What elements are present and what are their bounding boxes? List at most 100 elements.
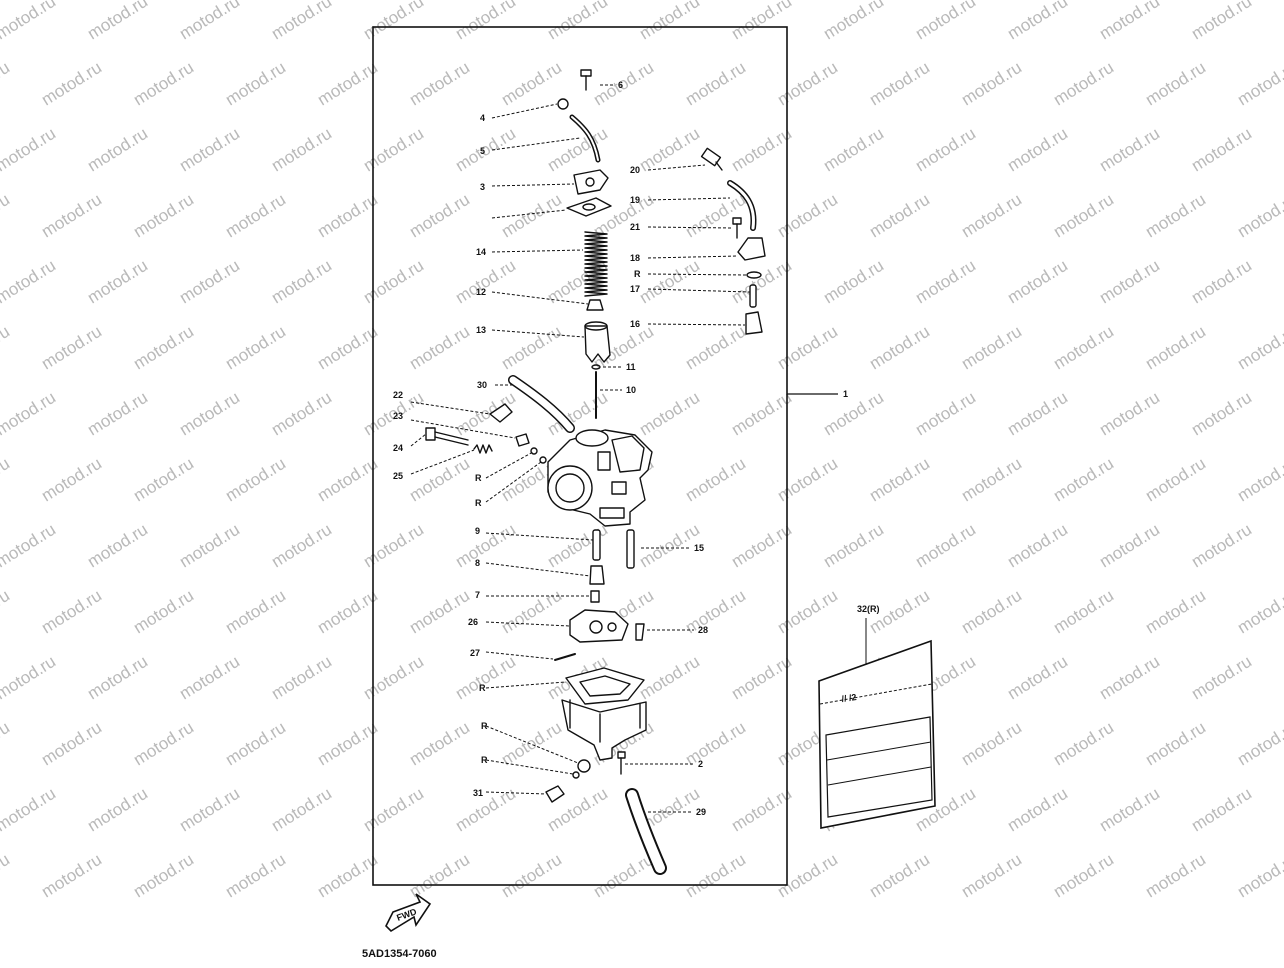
callout-27: 27 — [470, 648, 480, 658]
watermark-text: motod.ru — [498, 850, 565, 902]
watermark-text: motod.ru — [682, 58, 749, 110]
watermark-text: motod.ru — [636, 520, 703, 572]
watermark-text: motod.ru — [866, 454, 933, 506]
watermark-text: motod.ru — [84, 0, 151, 43]
callout-21: 21 — [630, 222, 640, 232]
watermark-text: motod.ru — [1188, 256, 1255, 308]
callout-30: 30 — [477, 380, 487, 390]
watermark-text: motod.ru — [958, 718, 1025, 770]
callout-10: 10 — [626, 385, 636, 395]
callout-22: 22 — [393, 390, 403, 400]
watermark-text: motod.ru — [912, 0, 979, 43]
watermark-text: motod.ru — [728, 784, 795, 836]
watermark-text: motod.ru — [1004, 0, 1071, 43]
watermark-text: motod.ru — [0, 0, 59, 43]
watermark-text: motod.ru — [728, 0, 795, 43]
part-top-cap-3 — [573, 169, 609, 195]
part-jet-15 — [626, 529, 635, 569]
watermark-text: motod.ru — [498, 322, 565, 374]
watermark-text: motod.ru — [38, 718, 105, 770]
callout-15: 15 — [694, 543, 704, 553]
watermark-text: motod.ru — [1234, 718, 1284, 770]
watermark-text: motod.ru — [912, 124, 979, 176]
watermark-text: motod.ru — [314, 322, 381, 374]
part-pin-27 — [554, 653, 576, 661]
part-fitting-20 — [700, 147, 723, 171]
callout-14: 14 — [476, 247, 486, 257]
gasket-kit: 32(R) // /2 — [818, 604, 936, 829]
watermark-text: motod.ru — [0, 454, 13, 506]
watermark-text: motod.ru — [820, 0, 887, 43]
watermark-text: motod.ru — [912, 520, 979, 572]
watermark-text: motod.ru — [268, 0, 335, 43]
part-jet-8 — [589, 565, 605, 585]
watermark-text: motod.ru — [314, 718, 381, 770]
watermark-text: motod.ru — [682, 850, 749, 902]
watermark-text: motod.ru — [84, 784, 151, 836]
part-throttle-valve-13 — [584, 325, 611, 363]
watermark-text: motod.ru — [728, 520, 795, 572]
watermark-text: motod.ru — [0, 718, 13, 770]
watermark-text: motod.ru — [1050, 718, 1117, 770]
watermark-text: motod.ru — [360, 520, 427, 572]
part-clip-12 — [586, 299, 604, 311]
watermark-text: motod.ru — [1096, 520, 1163, 572]
watermark-text: motod.ru — [406, 322, 473, 374]
watermark-text: motod.ru — [774, 454, 841, 506]
part-float-26 — [569, 609, 629, 643]
watermark-text: motod.ru — [1004, 256, 1071, 308]
callout-8: 8 — [475, 558, 480, 568]
watermark-text: motod.ru — [452, 124, 519, 176]
watermark-text: motod.ru — [1050, 850, 1117, 902]
watermark-text: motod.ru — [0, 322, 13, 374]
watermark-text: motod.ru — [590, 850, 657, 902]
callout-12: 12 — [476, 287, 486, 297]
watermark-text: motod.ru — [820, 256, 887, 308]
watermark-text: motod.ru — [360, 124, 427, 176]
watermark-text: motod.ru — [314, 454, 381, 506]
watermark-text: motod.ru — [0, 124, 59, 176]
watermark-text: motod.ru — [268, 520, 335, 572]
watermark-text: motod.ru — [1142, 190, 1209, 242]
watermark-text: motod.ru — [314, 58, 381, 110]
watermark-text: motod.ru — [452, 652, 519, 704]
watermark-text: motod.ru — [130, 586, 197, 638]
callout-29: 29 — [696, 807, 706, 817]
part-screw-6 — [580, 69, 592, 91]
watermark-text: motod.ru — [406, 586, 473, 638]
watermark-text: motod.ru — [958, 190, 1025, 242]
watermark-text: motod.ru — [544, 520, 611, 572]
watermark-text: motod.ru — [222, 190, 289, 242]
watermark-text: motod.ru — [728, 388, 795, 440]
assembly-number: 1 — [843, 389, 848, 399]
watermark-text: motod.ru — [0, 784, 59, 836]
watermark-text: motod.ru — [176, 124, 243, 176]
watermark-text: motod.ru — [1050, 322, 1117, 374]
callout-r4: R — [479, 683, 486, 693]
watermark-text: motod.ru — [1142, 454, 1209, 506]
watermark-text: motod.ru — [1050, 190, 1117, 242]
watermark-text: motod.ru — [314, 586, 381, 638]
watermark-text: motod.ru — [1234, 586, 1284, 638]
watermark-text: motod.ru — [1096, 256, 1163, 308]
part-plunger-16 — [745, 311, 763, 335]
watermark-text: motod.ru — [38, 190, 105, 242]
watermark-text: motod.ru — [0, 586, 13, 638]
watermark-text: motod.ru — [268, 388, 335, 440]
watermark-text: motod.ru — [1004, 124, 1071, 176]
callout-r5: R — [481, 721, 488, 731]
watermark-text: motod.ru — [130, 322, 197, 374]
watermark-text: motod.ru — [774, 58, 841, 110]
watermark-text: motod.ru — [452, 0, 519, 43]
watermark-text: motod.ru — [1188, 652, 1255, 704]
watermark-text: motod.ru — [958, 586, 1025, 638]
watermark-text: motod.ru — [544, 124, 611, 176]
part-screw-21 — [732, 217, 742, 239]
part-starter-cap-18 — [737, 237, 766, 261]
callout-11: 11 — [626, 362, 636, 372]
watermark-text: motod.ru — [866, 322, 933, 374]
watermark-text: motod.ru — [498, 718, 565, 770]
watermark-text: motod.ru — [1096, 652, 1163, 704]
